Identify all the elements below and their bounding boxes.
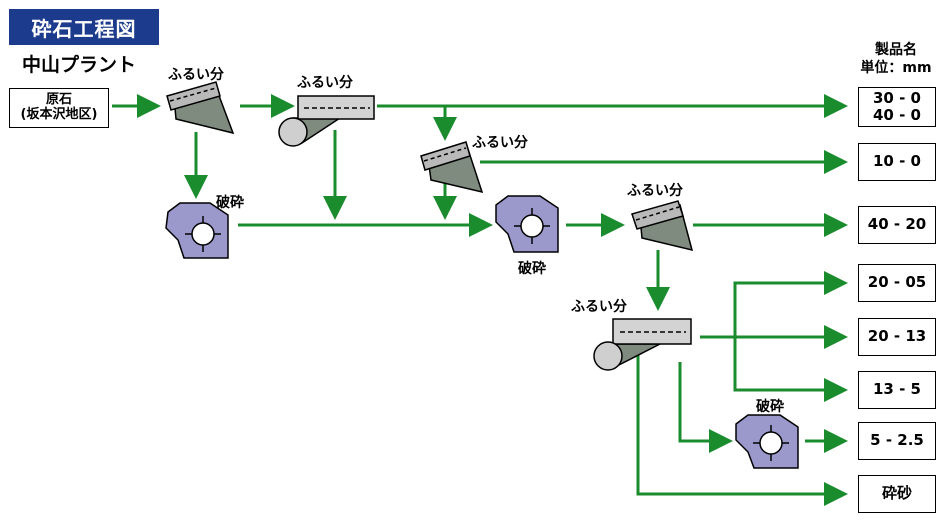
product-box-2: 10 - 0	[858, 143, 936, 181]
unit-header: 単位：mm	[860, 59, 932, 76]
flow-arrow	[636, 345, 848, 506]
crusher-2-symbol	[495, 195, 559, 253]
product-box-7: 5 - 2.5	[858, 422, 936, 460]
crusher-1-label: 破砕	[216, 195, 244, 211]
product-label: 30 - 0	[873, 88, 921, 107]
screen-3-symbol	[420, 141, 484, 194]
product-units-header: 製品名 単位：mm	[848, 42, 944, 77]
product-label: 40 - 0	[873, 106, 921, 124]
product-label: 20 - 05	[867, 273, 927, 292]
screen-4-label: ふるい分	[627, 183, 683, 199]
product-label: 5 - 2.5	[870, 431, 924, 450]
product-box-5: 20 - 13	[858, 318, 936, 356]
flow-arrow	[700, 271, 848, 339]
flow-arrow	[733, 337, 848, 402]
crusher-1-symbol	[165, 202, 229, 259]
raw-stone-label: 原石	[45, 92, 72, 108]
diagram-title: 砕石工程図	[9, 9, 159, 45]
crusher-3-symbol	[735, 414, 799, 469]
drum-screen-2-symbol	[278, 95, 375, 147]
product-box-8: 砕砂	[858, 475, 936, 513]
crusher-3-label: 破砕	[756, 399, 784, 415]
screen-3-label: ふるい分	[472, 135, 528, 151]
product-label: 20 - 13	[867, 327, 927, 346]
raw-stone-location: (坂本沢地区)	[20, 107, 98, 122]
product-box-3: 40 - 20	[858, 206, 936, 244]
crusher-2-label: 破砕	[518, 261, 546, 277]
product-label: 40 - 20	[867, 215, 927, 234]
product-box-4: 20 - 05	[858, 264, 936, 302]
flow-arrows	[112, 94, 848, 506]
screen-2-label: ふるい分	[297, 75, 353, 91]
product-label: 10 - 0	[873, 152, 921, 171]
raw-stone-box: 原石 (坂本沢地区)	[9, 88, 109, 128]
screen-5-label: ふるい分	[571, 299, 627, 315]
product-box-1: 30 - 0 40 - 0	[858, 87, 936, 127]
product-box-6: 13 - 5	[858, 371, 936, 409]
plant-name: 中山プラント	[22, 54, 137, 76]
screen-1-symbol	[166, 81, 235, 135]
product-name-header: 製品名	[875, 42, 917, 58]
screen-1-label: ふるい分	[168, 67, 224, 83]
screen-4-symbol	[631, 200, 694, 252]
product-label: 13 - 5	[873, 380, 921, 399]
product-label: 砕砂	[881, 484, 912, 503]
flow-arrow	[678, 362, 733, 453]
drum-screen-5-symbol	[593, 318, 692, 371]
